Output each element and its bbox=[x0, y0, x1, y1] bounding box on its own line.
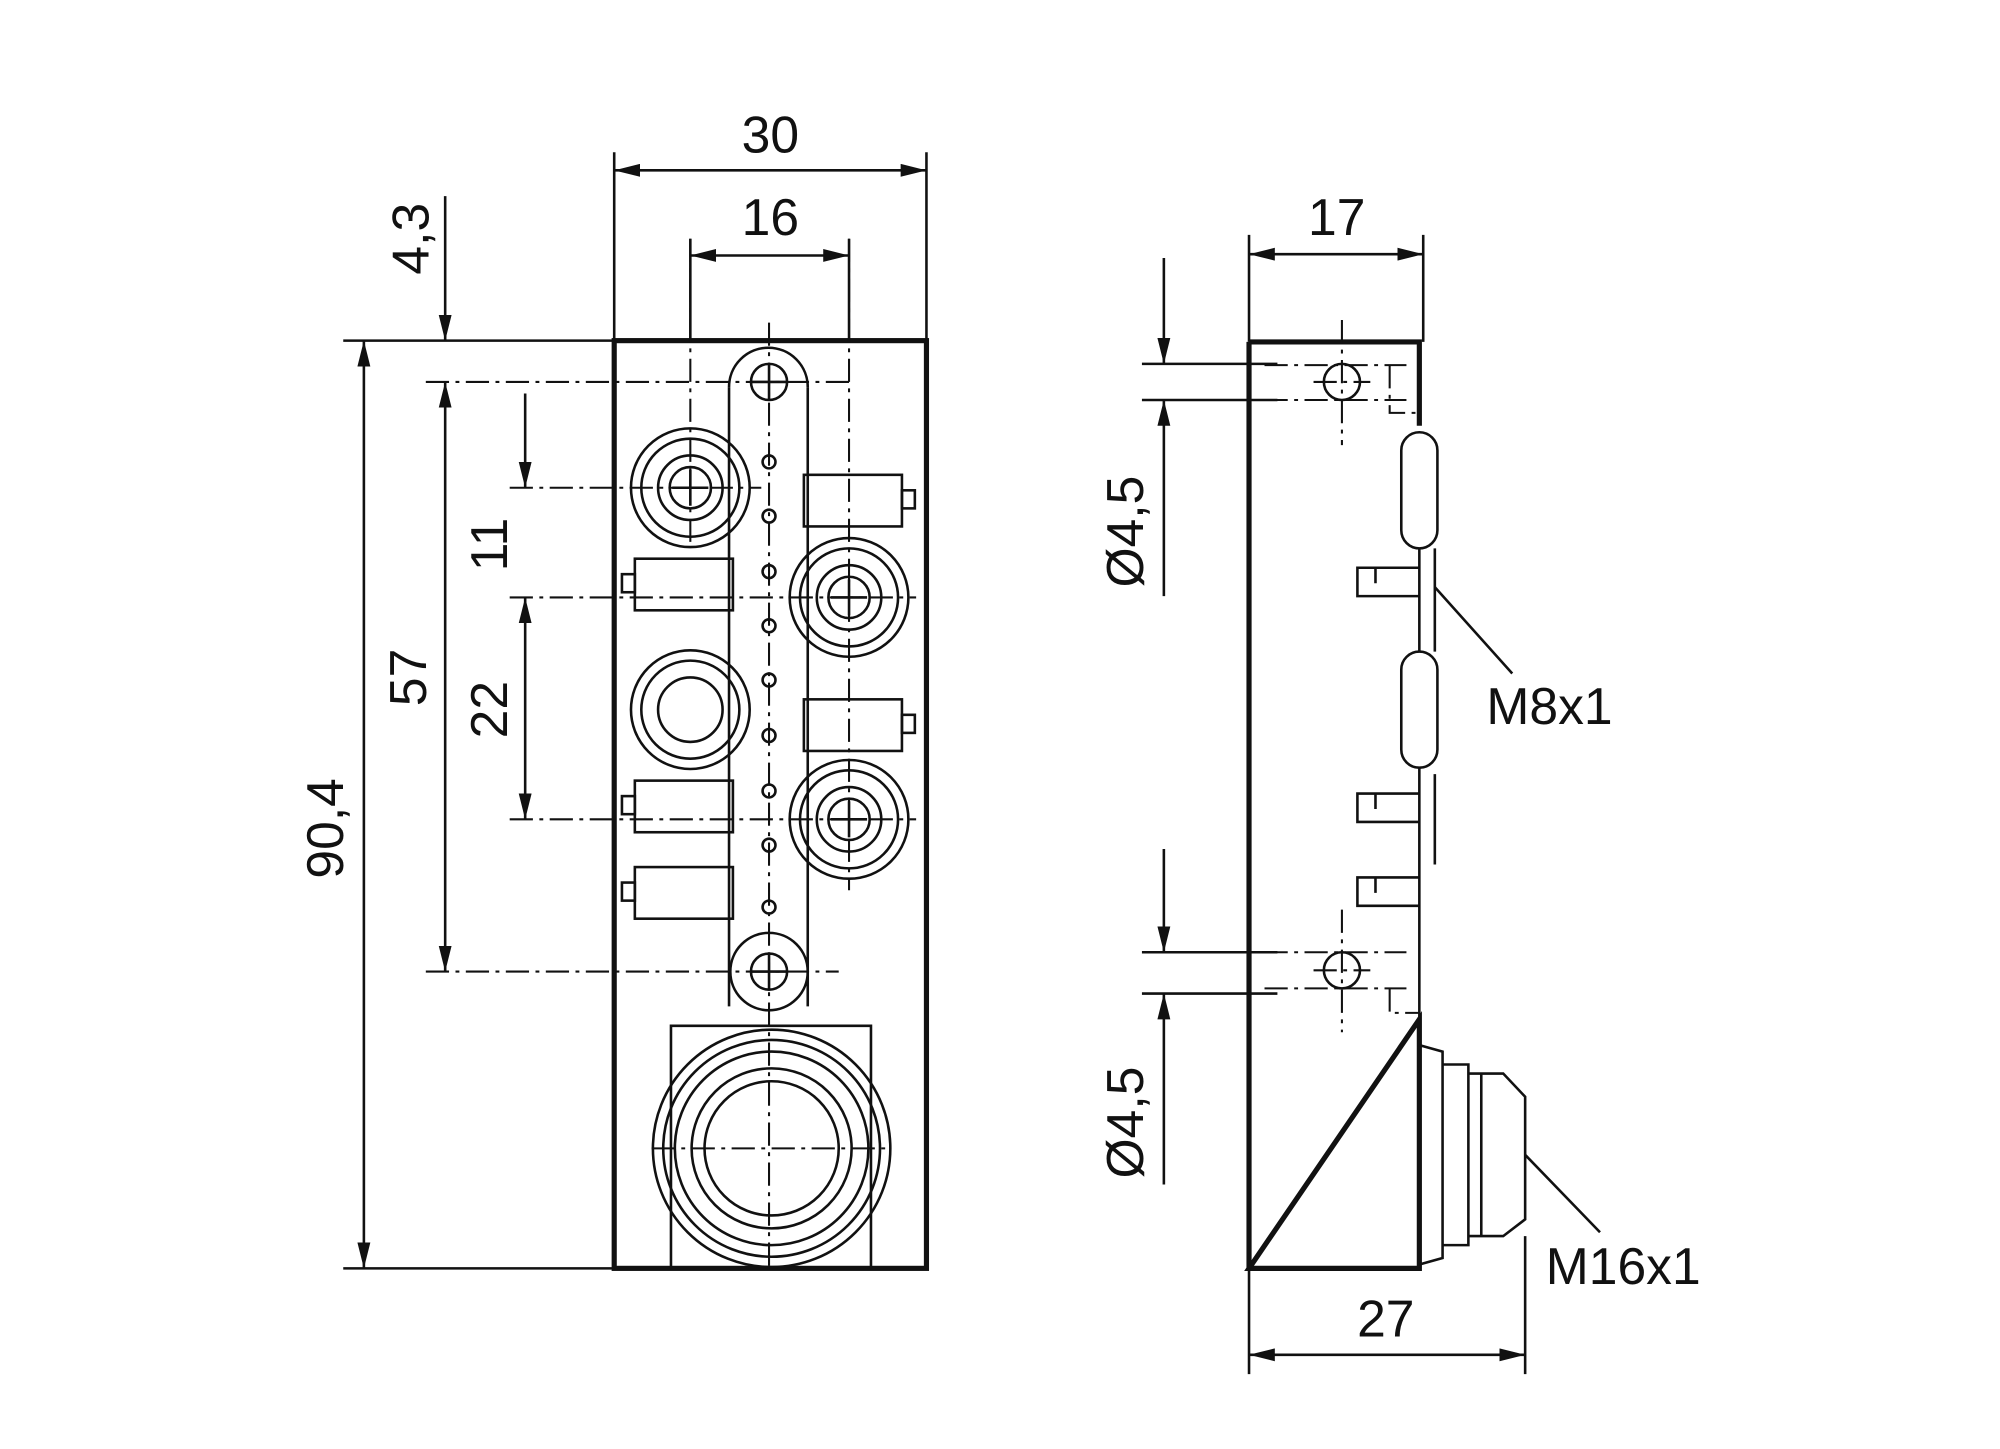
front-view: 30 16 4,3 90,4 57 11 22 bbox=[296, 105, 930, 1271]
m16-port-front bbox=[651, 1024, 892, 1269]
front-housing-outline bbox=[611, 338, 930, 1271]
m16-connector-side bbox=[1419, 1043, 1527, 1266]
m8-port bbox=[629, 649, 751, 771]
dim-hole-diameter-bottom: Ø4,5 bbox=[1096, 1067, 1154, 1179]
dim-depth: 17 bbox=[1308, 188, 1365, 246]
label-windows bbox=[620, 473, 917, 920]
dim-port-pitch-small: 11 bbox=[460, 518, 518, 572]
dim-depth-with-connector: 27 bbox=[1357, 1290, 1414, 1348]
callout-m8: M8x1 bbox=[1486, 677, 1612, 735]
dim-port-pitch-large: 22 bbox=[460, 681, 518, 738]
dim-top-offset: 4,3 bbox=[381, 203, 439, 275]
side-view: 17 27 Ø4,5 Ø4,5 M8x1 M16x1 bbox=[1096, 188, 1701, 1375]
dim-height-total: 90,4 bbox=[296, 778, 354, 878]
callout-m16: M16x1 bbox=[1546, 1237, 1701, 1295]
dim-hole-spacing-vertical: 57 bbox=[379, 649, 437, 706]
side-housing-outline bbox=[1244, 339, 1422, 1271]
dim-width-total: 30 bbox=[742, 105, 799, 163]
dim-hole-diameter-top: Ø4,5 bbox=[1096, 476, 1154, 588]
dim-hole-spacing-horizontal: 16 bbox=[742, 188, 799, 246]
callout-leaders bbox=[1433, 586, 1601, 1234]
m8-side-profiles bbox=[1356, 430, 1439, 1020]
mount-ear-top bbox=[727, 346, 810, 388]
